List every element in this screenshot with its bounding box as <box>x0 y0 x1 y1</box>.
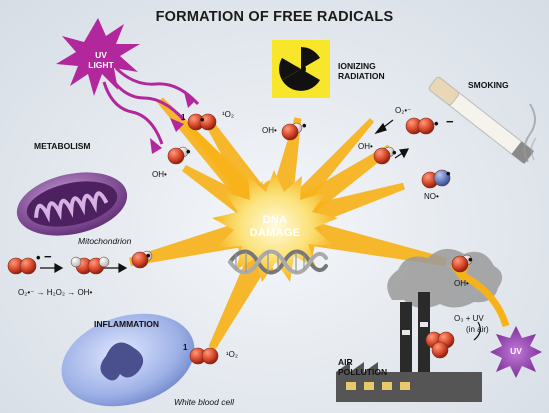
o2-smoking: O₂•⁻ <box>395 106 412 115</box>
mitochondrion-label: Mitochondrion <box>78 236 132 246</box>
reaction-arrows <box>40 119 410 274</box>
cigarette-icon <box>428 76 537 164</box>
charge-minus: − <box>44 249 52 264</box>
singlet-top-o2: ¹O₂ <box>222 110 234 119</box>
radiating-arrow <box>297 144 393 220</box>
white-blood-cell-icon <box>61 313 195 407</box>
radiating-arrows <box>129 97 447 350</box>
air-pollution-line2: POLLUTION <box>338 367 388 377</box>
factory-icon <box>336 248 503 402</box>
no-smoking: NO• <box>424 192 439 201</box>
radiating-arrow <box>185 124 260 207</box>
uv-light-line1: UV <box>95 50 107 60</box>
radical-dot: • <box>434 116 439 131</box>
oxygen-atom <box>199 113 217 131</box>
white-blood-cell-label: White blood cell <box>174 397 235 407</box>
singlet-bottom-o2: ¹O₂ <box>226 350 238 359</box>
ionizing-radiation-label: IONIZING RADIATION <box>338 61 385 81</box>
oxygen-atom <box>19 257 37 275</box>
singlet-top-number: 1 <box>181 113 186 122</box>
uv-light-label: UV LIGHT <box>84 50 118 70</box>
oxygen-atom <box>167 147 185 165</box>
singlet-bottom-number: 1 <box>183 343 188 352</box>
radiating-arrow <box>208 249 275 350</box>
uv-bubble-icon <box>490 326 542 378</box>
oxygen-atom <box>417 117 435 135</box>
oxygen-atom <box>431 341 449 359</box>
mitochondrion-icon <box>16 172 128 236</box>
radiating-arrow <box>129 213 251 267</box>
dna-strand-icon <box>228 249 328 275</box>
oxygen-atom <box>281 123 299 141</box>
in-air-label: (in air) <box>466 325 489 334</box>
molecules <box>7 113 473 365</box>
air-small-arrow <box>473 321 481 341</box>
hydrogen-atom <box>98 256 110 268</box>
oh-ionizing: OH• <box>262 126 277 135</box>
uv-light-line2: LIGHT <box>88 60 114 70</box>
radical-dot: • <box>302 118 307 133</box>
radiation-icon <box>272 40 330 98</box>
radiating-arrow <box>301 212 447 267</box>
oxygen-atom <box>201 347 219 365</box>
uv-light-icon <box>56 18 200 154</box>
metabolism-label: METABOLISM <box>34 141 91 151</box>
oh-uv: OH• <box>152 170 167 179</box>
radical-dot: • <box>186 144 191 159</box>
air-pollution-label: AIR POLLUTION <box>338 357 387 377</box>
smoking-label: SMOKING <box>468 80 509 90</box>
radical-dot: • <box>392 145 397 160</box>
inflammation-label: INFLAMMATION <box>94 319 159 329</box>
oh-air: OH• <box>454 279 469 288</box>
dna-damage-label: DNA DAMAGE <box>225 214 325 240</box>
radical-dot: • <box>200 112 205 127</box>
radical-dot: • <box>146 248 151 263</box>
ionizing-line1: IONIZING <box>338 61 376 71</box>
oh-smoking: OH• <box>358 142 373 151</box>
oxygen-atom <box>373 147 391 165</box>
oxygen-atom <box>451 255 469 273</box>
radical-dot: • <box>446 166 451 181</box>
radical-dot: • <box>468 252 473 267</box>
oxygen-atom <box>131 251 149 269</box>
nitrogen-atom <box>433 169 451 187</box>
curved-arrow <box>458 270 510 328</box>
charge-minus: − <box>446 114 454 129</box>
radiating-arrow <box>292 118 375 207</box>
air-pollution-line1: AIR <box>338 357 353 367</box>
ozone-uv: O₃ + UV <box>454 314 484 323</box>
diagram-title: FORMATION OF FREE RADICALS <box>155 9 394 25</box>
metabolism-chain: O₂•⁻ → H₂O₂ → OH• <box>18 288 93 297</box>
dna-damage-line2: DAMAGE <box>249 227 301 239</box>
hydrogen-atom <box>70 256 82 268</box>
dna-damage-line1: DNA <box>262 214 288 226</box>
radical-dot: • <box>36 250 41 265</box>
uv-bubble-label: UV <box>510 346 522 356</box>
ionizing-line2: RADIATION <box>338 71 385 81</box>
